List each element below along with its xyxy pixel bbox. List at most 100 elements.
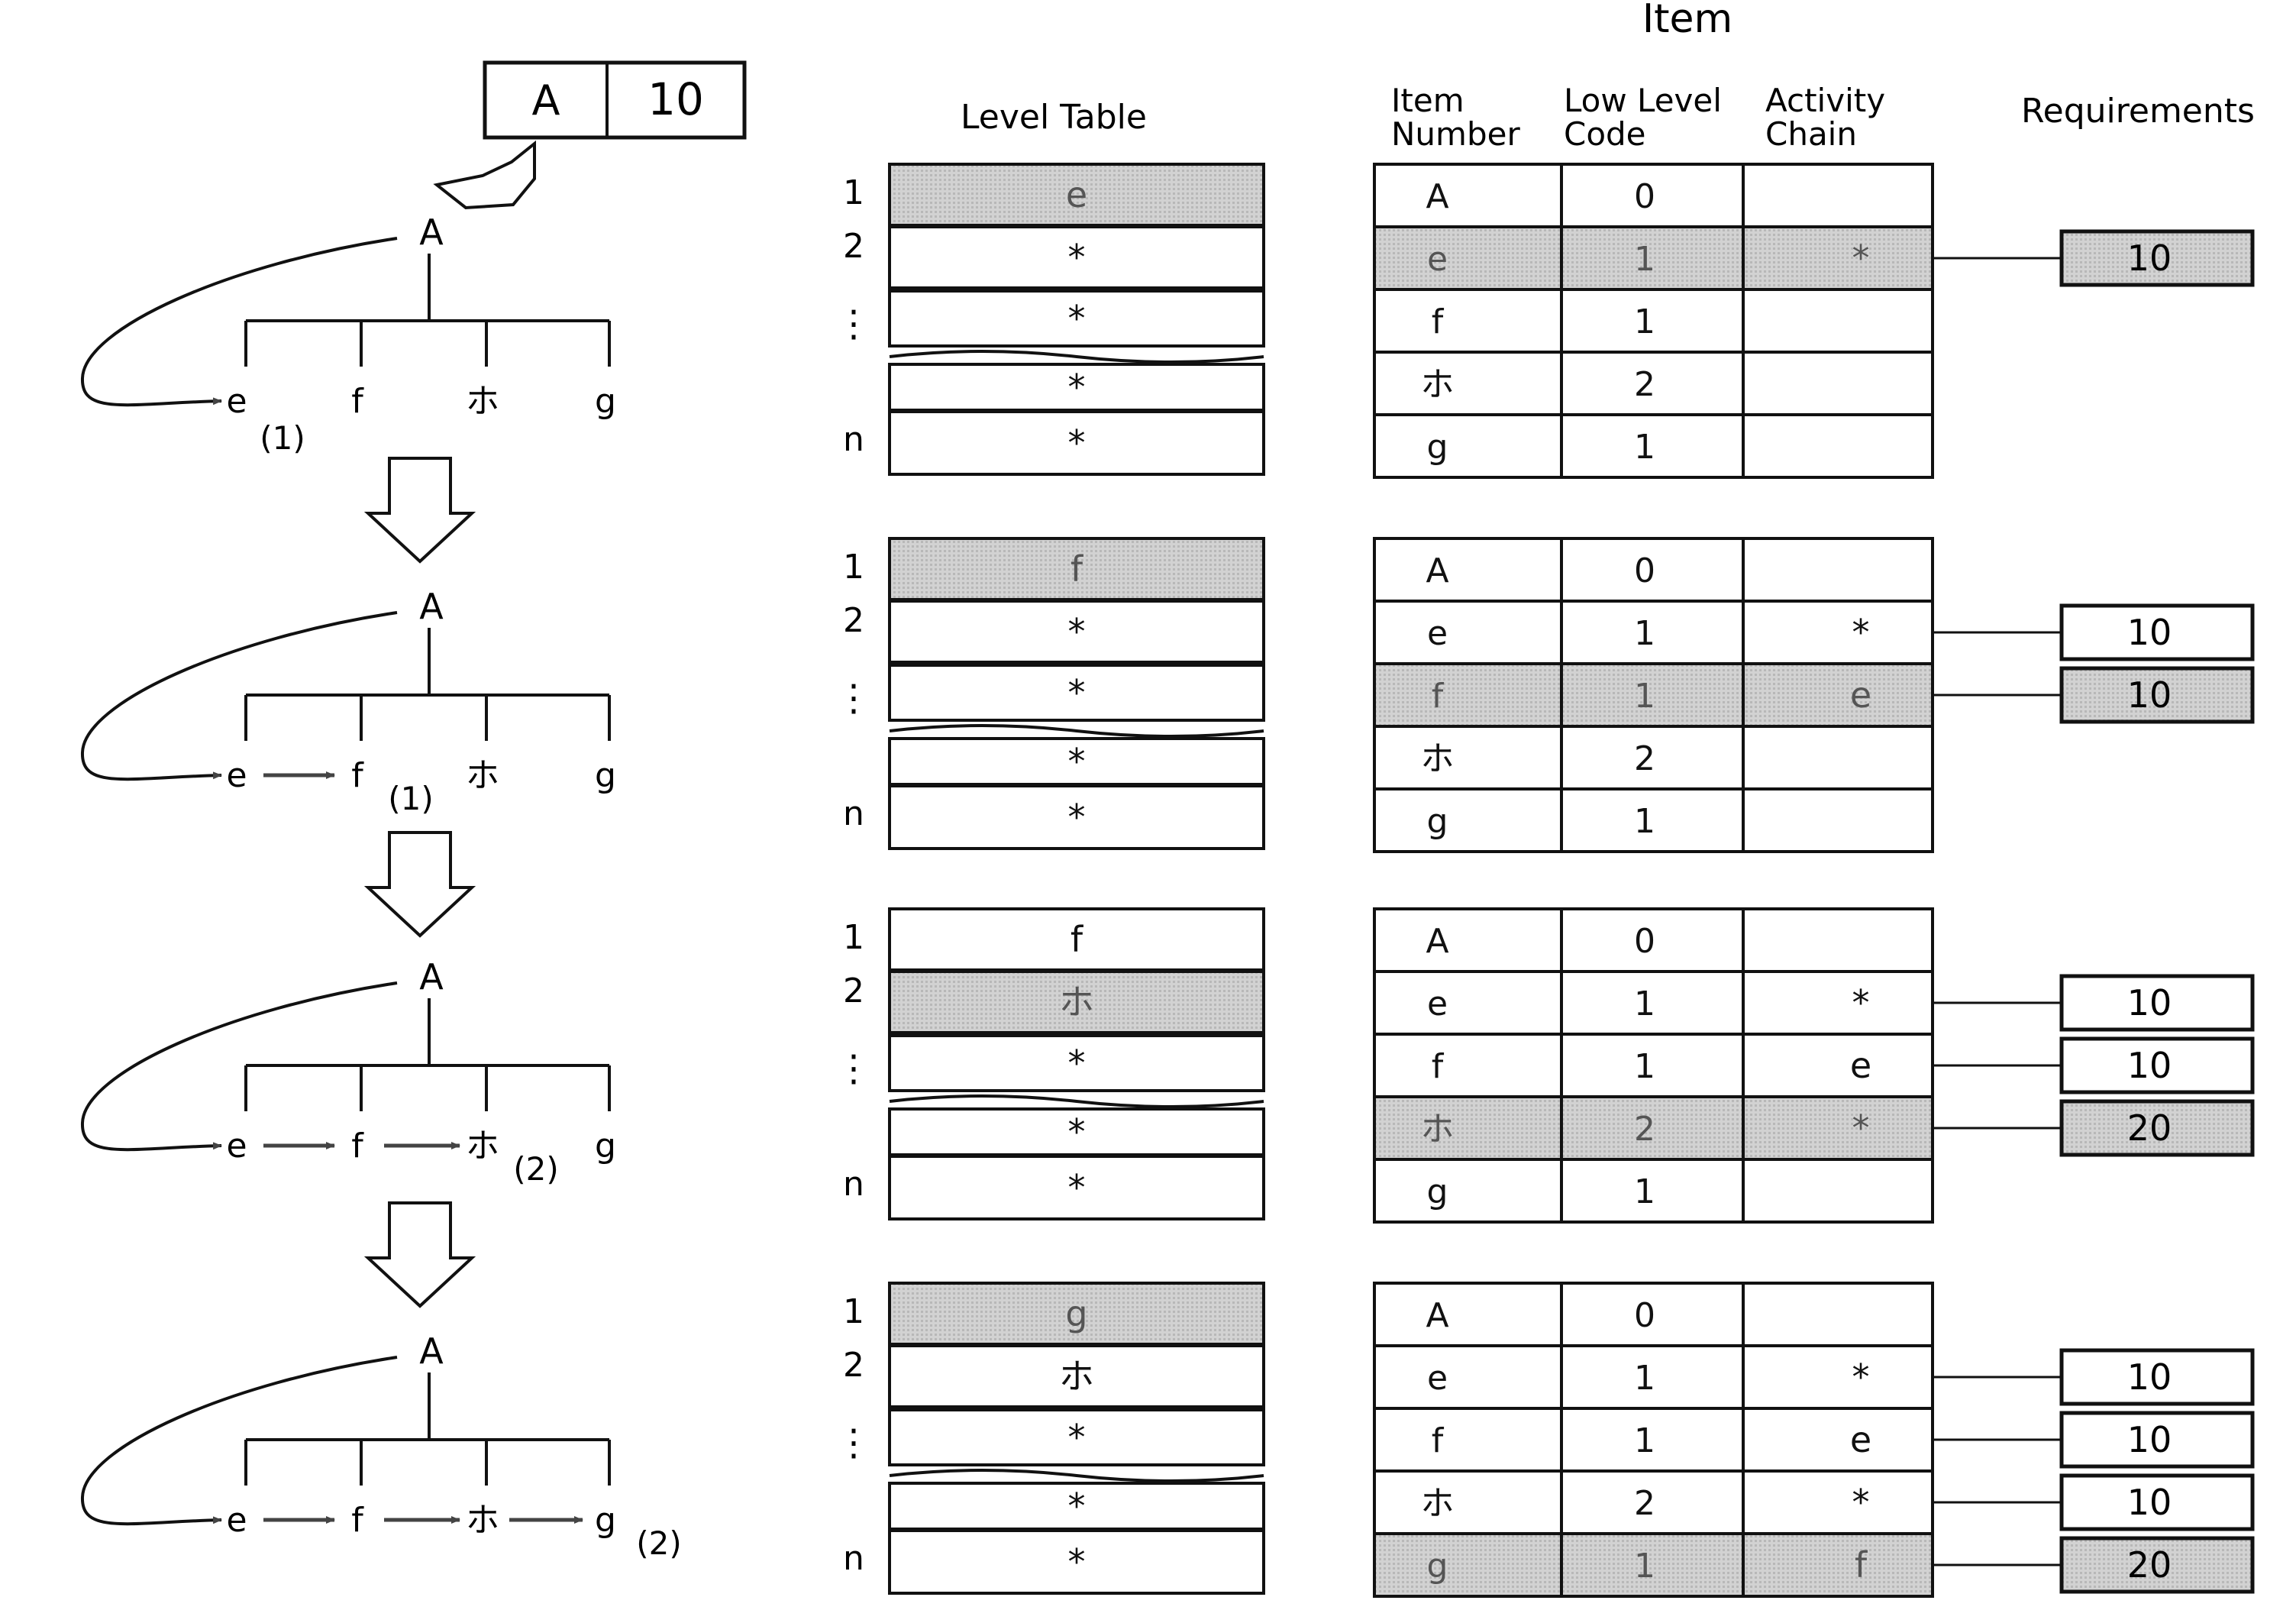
tree-curve-arrow [80, 237, 398, 407]
level-cell-value: * [1068, 1043, 1086, 1084]
level-label-1: 1 [843, 918, 864, 957]
level-cell-value: * [1068, 672, 1086, 713]
item-number-cell: ホ [1421, 1110, 1455, 1149]
level-label-2: 2 [843, 601, 864, 640]
item-number-header-line2: Number [1391, 115, 1520, 153]
item-number-header-line1: Item [1391, 82, 1464, 119]
item-row: e 1 * [1373, 970, 1934, 1036]
tree-leaf-4: g [595, 756, 616, 795]
level-label-n: n [843, 794, 864, 833]
low-level-code-cell: 1 [1634, 984, 1655, 1023]
activity-chain-cell: * [1852, 982, 1870, 1023]
requirement-box [2059, 1348, 2255, 1406]
requirement-box [2059, 666, 2255, 724]
requirement-box [2059, 1411, 2255, 1469]
top-item-qty: 10 [647, 73, 704, 125]
level-cell-value: * [1068, 237, 1086, 278]
level-cell-value: * [1068, 797, 1086, 838]
activity-chain-cell: * [1852, 238, 1870, 279]
low-level-code-header-line1: Low Level [1564, 82, 1722, 119]
requirement-box [2059, 1099, 2255, 1157]
level-label-dots: ⋮ [835, 1047, 872, 1090]
level-label-dots: ⋮ [835, 1421, 872, 1464]
low-level-code-cell: 0 [1634, 177, 1655, 216]
stage-down-arrow [363, 457, 476, 564]
level-cell-value: ホ [1059, 1356, 1094, 1397]
activity-chain-cell: e [1850, 1419, 1871, 1460]
tree-root-label: A [419, 1330, 444, 1372]
item-row-bg [1373, 787, 1934, 853]
item-number-cell: ホ [1421, 1484, 1455, 1523]
level-cell [888, 537, 1265, 601]
level-label-2: 2 [843, 227, 864, 266]
tree-leaf-1: e [226, 756, 247, 795]
tree-leaf-4: g [595, 1127, 616, 1166]
level-cell [888, 1482, 1265, 1531]
item-number-cell: ホ [1421, 739, 1455, 778]
item-row-bg [1373, 413, 1934, 479]
activity-chain-header-line2: Chain [1765, 115, 1857, 153]
requirement-value: 10 [2127, 1482, 2172, 1523]
tree-leaf-1: e [226, 382, 247, 421]
item-number-cell: g [1427, 802, 1448, 841]
activity-chain-header-line1: Activity [1765, 82, 1885, 119]
low-level-code-cell: 1 [1634, 1421, 1655, 1460]
low-level-code-header-line2: Code [1564, 115, 1646, 153]
activity-chain-cell: e [1850, 1045, 1871, 1086]
top-item-box: A 10 [483, 60, 747, 140]
low-level-code-cell: 2 [1634, 739, 1655, 778]
level-table: gホ*** [888, 1282, 1265, 1595]
tree-note: (1) [260, 419, 305, 457]
item-row-bg [1373, 225, 1934, 291]
level-cell-value: * [1068, 741, 1086, 782]
requirement-value: 20 [2127, 1107, 2172, 1149]
level-cell [888, 1155, 1265, 1220]
tree-leaf-3: ホ [466, 382, 499, 421]
level-cell-value: f [1070, 919, 1084, 960]
requirement-box [2059, 229, 2255, 287]
item-number-cell: A [1426, 177, 1448, 216]
level-cell [888, 600, 1265, 664]
low-level-code-cell: 1 [1634, 428, 1655, 467]
tree-leaf-4: g [595, 382, 616, 421]
requirement-value: 10 [2127, 1419, 2172, 1460]
item-number-cell: A [1426, 922, 1448, 961]
activity-chain-cell: e [1850, 674, 1871, 716]
item-number-cell: f [1432, 302, 1445, 341]
item-number-cell: e [1427, 240, 1448, 279]
level-cell-value: * [1068, 1111, 1086, 1153]
tree-note: (2) [513, 1150, 559, 1188]
level-cell [888, 363, 1265, 412]
requirement-value: 10 [2127, 674, 2172, 716]
low-level-code-cell: 2 [1634, 1484, 1655, 1523]
tree-leaf-2: f [351, 1127, 364, 1166]
level-cell [888, 1034, 1265, 1092]
item-number-cell: e [1427, 984, 1448, 1023]
low-level-code-cell: 0 [1634, 922, 1655, 961]
requirement-box [2059, 1473, 2255, 1531]
level-label-dots: ⋮ [835, 302, 872, 345]
low-level-code-cell: 1 [1634, 1047, 1655, 1086]
tree-curve-arrow [80, 611, 398, 781]
requirement-box [2059, 603, 2255, 661]
level-table-title: Level Table [961, 98, 1147, 137]
tree-curve-arrow [80, 981, 398, 1152]
low-level-code-cell: 0 [1634, 551, 1655, 590]
tree-curve-arrow [80, 1356, 398, 1526]
top-lightning-arrow [433, 140, 536, 210]
level-label-1: 1 [843, 548, 864, 587]
item-number-cell: A [1426, 1296, 1448, 1335]
level-cell-value: g [1065, 1293, 1087, 1334]
